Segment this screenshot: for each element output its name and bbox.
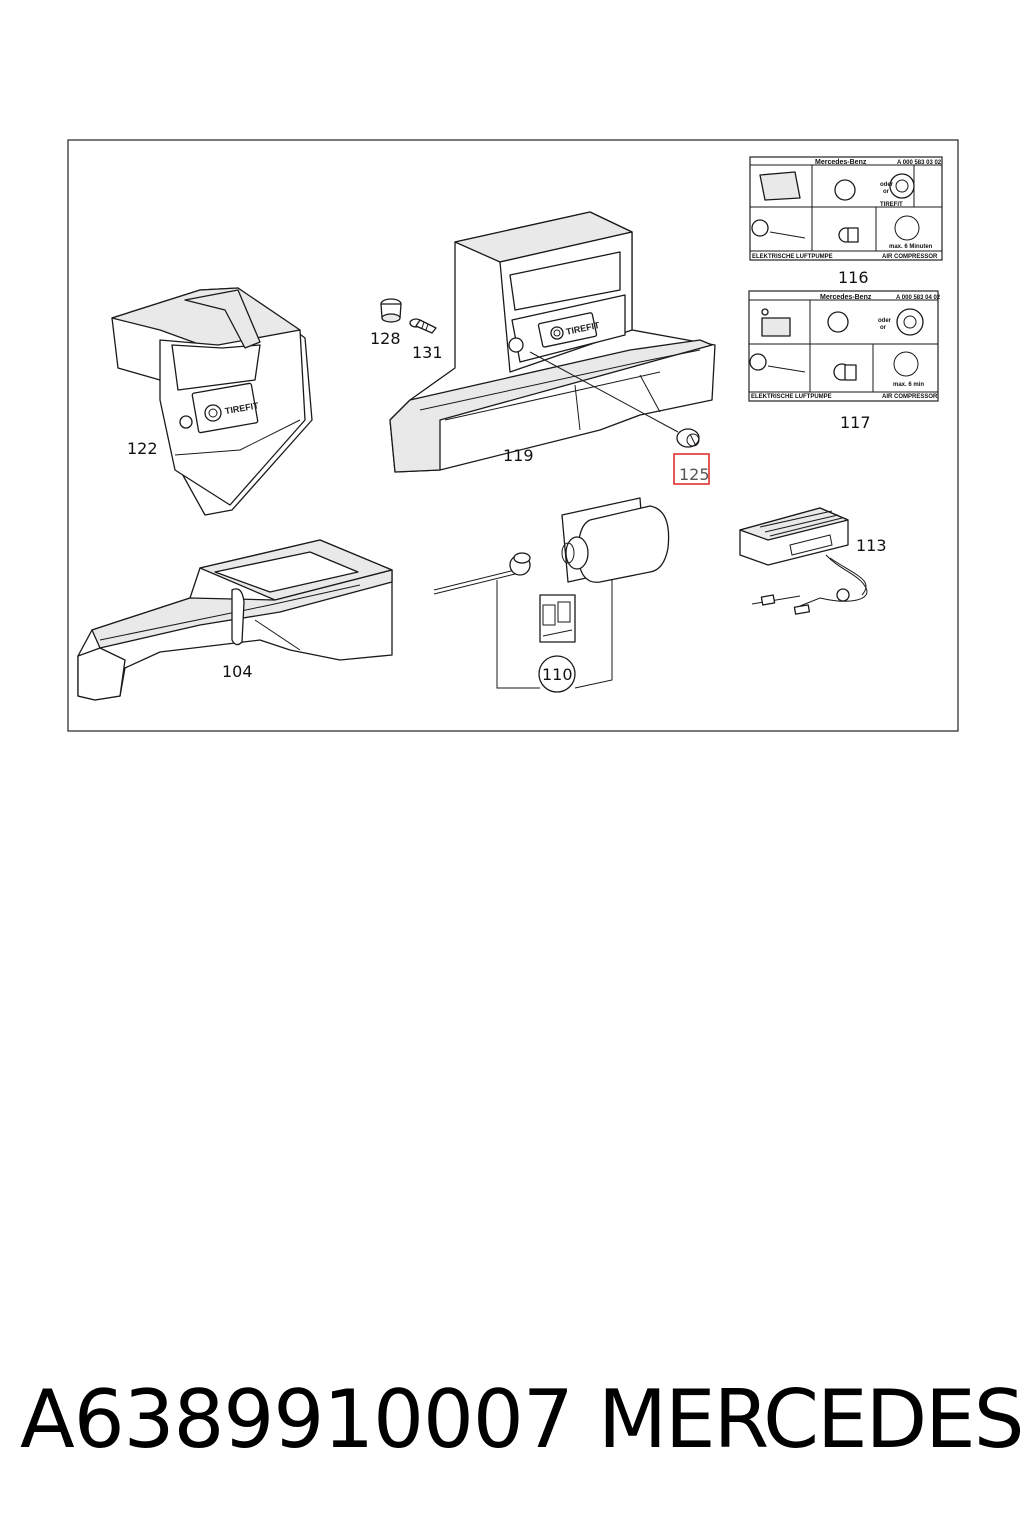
part-110-sealant-kit[interactable] [433,497,670,693]
callout-131: 131 [412,343,443,362]
label-117-or: or [880,325,887,331]
diagram-frame [67,139,959,732]
label-116-footer-right: AIR COMPRESSOR [882,254,938,260]
part-128-clip[interactable] [380,298,402,323]
part-number: A6389910007 [20,1373,574,1466]
callout-113: 113 [856,536,887,555]
label-116-oder: oder [880,182,894,188]
label-116-tirefit: TIREFIT [880,202,903,208]
label-117-footer-right: AIR COMPRESSOR [882,394,938,400]
part-117-instruction-label[interactable]: Mercedes-Benz A 000 583 04 02 oder or ma… [748,290,941,402]
callout-122: 122 [127,439,158,458]
callout-104: 104 [222,662,253,681]
callout-116: 116 [838,268,869,287]
label-117-footer-left: ELEKTRISCHE LUFTPUMPE [751,394,832,400]
callout-125-highlight [673,453,710,485]
label-117-code: A 000 583 04 02 [896,295,941,301]
parts-diagram: TIREFIT 122 128 131 TIREFIT 119 [67,139,959,732]
callout-119: 119 [503,446,534,465]
label-117-brand: Mercedes-Benz [820,294,872,301]
label-116-or: or [883,189,890,195]
brand-name: MERCEDES [598,1373,1024,1466]
callout-110: 110 [542,665,573,684]
callout-128: 128 [370,329,401,348]
part-116-instruction-label[interactable]: Mercedes-Benz A 000 583 03 02 oder or TI… [749,156,943,261]
label-116-minutes: max. 6 Minuten [889,244,933,250]
footer: A6389910007 MERCEDES [0,1372,1024,1472]
callout-125: 125 [679,465,710,484]
part-104-foam-tray[interactable] [77,539,393,701]
part-113-compressor[interactable] [739,507,868,615]
label-116-footer-left: ELEKTRISCHE LUFTPUMPE [752,254,833,260]
part-125-plug[interactable] [676,428,700,448]
label-117-minutes: max. 6 min [893,382,924,388]
part-119-foam-tray[interactable]: TIREFIT [389,211,716,473]
label-117-oder: oder [878,318,892,324]
label-116-code: A 000 583 03 02 [897,160,942,166]
callout-117: 117 [840,413,871,432]
part-131-screw[interactable] [409,318,437,334]
label-116-brand: Mercedes-Benz [815,159,867,166]
part-122-foam-box[interactable]: TIREFIT [111,287,313,516]
